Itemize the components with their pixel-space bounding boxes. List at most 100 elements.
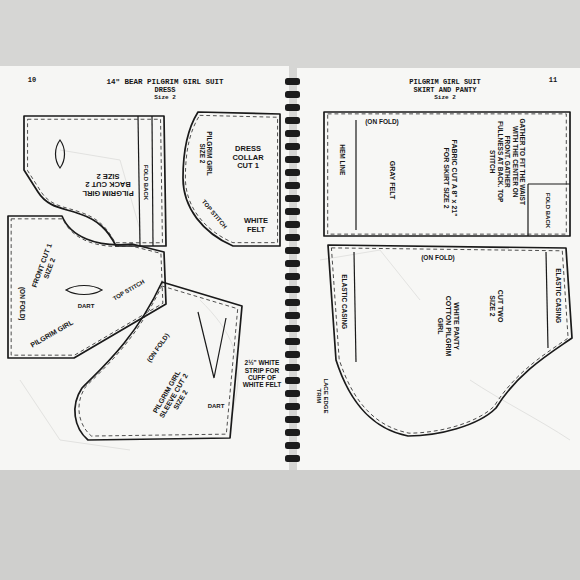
page-heading: Size 2 [135,95,195,102]
pattern-piece: PILGRIM GIRL BACK CUT 2 SIZE 2 FOLD BACK [20,112,170,250]
spiral-loop [285,390,300,397]
page-heading: 14" BEAR PILGRIM GIRL SUIT [90,78,240,87]
marking-line [56,140,65,168]
cutting-line [183,112,280,246]
pattern-label: (ON FOLD) [408,254,468,261]
spiral-loop [285,234,300,241]
piece-outline [4,212,170,362]
pattern-label: (ON FOLD) [141,325,176,370]
spiral-loop [285,104,300,111]
spiral-loop [285,455,300,462]
pattern-label: TOP STITCH [108,276,150,304]
marking-line [66,286,102,295]
seam-line [79,286,238,436]
piece-outline [308,240,576,442]
spiral-loop [285,416,300,423]
spiral-loop [285,429,300,436]
page-number: 10 [17,76,47,84]
pattern-label: DRESS COLLAR CUT 1 [224,145,272,171]
pattern-label: DART [203,403,229,410]
cutting-line [8,216,166,358]
pattern-label: (ON FOLD) [352,118,412,125]
marking-line [355,120,356,230]
pattern-label: PILGRIM GIRL [24,316,80,353]
spiral-loop [285,442,300,449]
cutting-line [328,245,572,436]
pattern-label: FOLD BACK [143,152,150,212]
page-number: 11 [538,76,568,84]
pattern-label: ELASTIC CASING [554,254,561,338]
pattern-piece: PILGRIM GIRL SIZE 2 DRESS COLLAR CUT 1 WHI… [178,108,284,250]
spiral-loop [285,377,300,384]
spiral-loop [285,130,300,137]
pattern-label: DART [71,303,101,310]
seam-line [11,219,163,355]
pattern-label: TOP STITCH [197,195,231,233]
pattern-label: PILGRIM GIRL BACK CUT 2 SIZE 2 [77,171,139,197]
pattern-piece: (ON FOLD)PILGRIM GIRL SLEEVE CUT 2 SIZE … [66,278,246,444]
page-heading: DRESS [125,86,205,94]
marking-line [138,116,140,246]
page-heading: Size 2 [415,95,475,102]
spiral-loop [285,351,300,358]
marking-line [152,116,153,246]
seam-line [328,114,567,234]
right-page [297,68,580,470]
spiral-loop [285,78,300,85]
left-page [0,66,289,470]
seam-line [185,115,277,242]
spiral-loop [285,338,300,345]
spiral-loop [285,312,300,319]
pattern-label: WHITE FELT [235,217,277,234]
cuff-note: 2½" WHITE STRIP FOR CUFF OF WHITE FELT [241,359,283,389]
seam-line [28,119,163,243]
cutting-line [24,116,166,246]
spiral-loop [285,91,300,98]
pattern-label: (ON FOLD) [18,274,25,334]
pattern-label: ELASTIC CASING [340,257,347,347]
seam-line [331,248,568,433]
spiral-loop [285,182,300,189]
spiral-loop [285,247,300,254]
spiral-loop [285,117,300,124]
pattern-label: WHITE PANTY COTTON PILGRIM GIRL [436,288,460,364]
spiral-loop [285,169,300,176]
piece-outline [178,108,284,250]
pattern-label: GATHER TO FIT THE WAIST WITH THE CENTER … [488,118,525,206]
spiral-loop [285,273,300,280]
pattern-piece: (ON FOLD)ELASTIC CASINGELASTIC CASINGCUT… [308,240,576,442]
pattern-label: FOLD BACK [545,192,552,228]
spiral-loop [285,195,300,202]
pattern-label: PILGRIM GIRL SIZE 2 [199,128,214,178]
spiral-binding [285,78,300,462]
marking-line [546,252,548,348]
spiral-loop [285,143,300,150]
spiral-loop [285,260,300,267]
cutting-line [324,112,570,236]
spiral-loop [285,286,300,293]
spiral-loop [285,221,300,228]
page-heading: PILGRIM GIRL SUIT [375,78,515,86]
pattern-piece: FRONT CUT 1 SIZE 2 DART (ON FOLD)PILGRIM G… [4,212,170,362]
pattern-piece: (ON FOLD) HEM LINE GRAY FELT FABRIC CUT A 8… [322,110,572,238]
pattern-label: FABRIC CUT A 8" x 21" FOR SKIRT SIZE 2 [442,138,458,218]
spiral-loop [285,208,300,215]
pattern-label: PILGRIM GIRL SLEEVE CUT 2 SIZE 2 [149,364,200,428]
table-surface [0,470,580,580]
pattern-label: GRAY FELT [388,150,396,210]
spiral-loop [285,364,300,371]
spiral-loop [285,325,300,332]
pattern-label: FRONT CUT 1 SIZE 2 [30,241,62,293]
marking-line [354,252,356,362]
show-through-lines [20,150,570,450]
pattern-label: HEM LINE [338,135,345,185]
pattern-label: LACE EDGE TRIM [315,371,329,421]
marking-line [528,183,570,184]
page-heading: SKIRT AND PANTY [375,86,515,94]
cutting-line [75,282,242,440]
piece-outline [66,278,246,444]
spiral-loop [285,299,300,306]
marking-line [198,312,226,378]
marking-line [527,184,528,236]
